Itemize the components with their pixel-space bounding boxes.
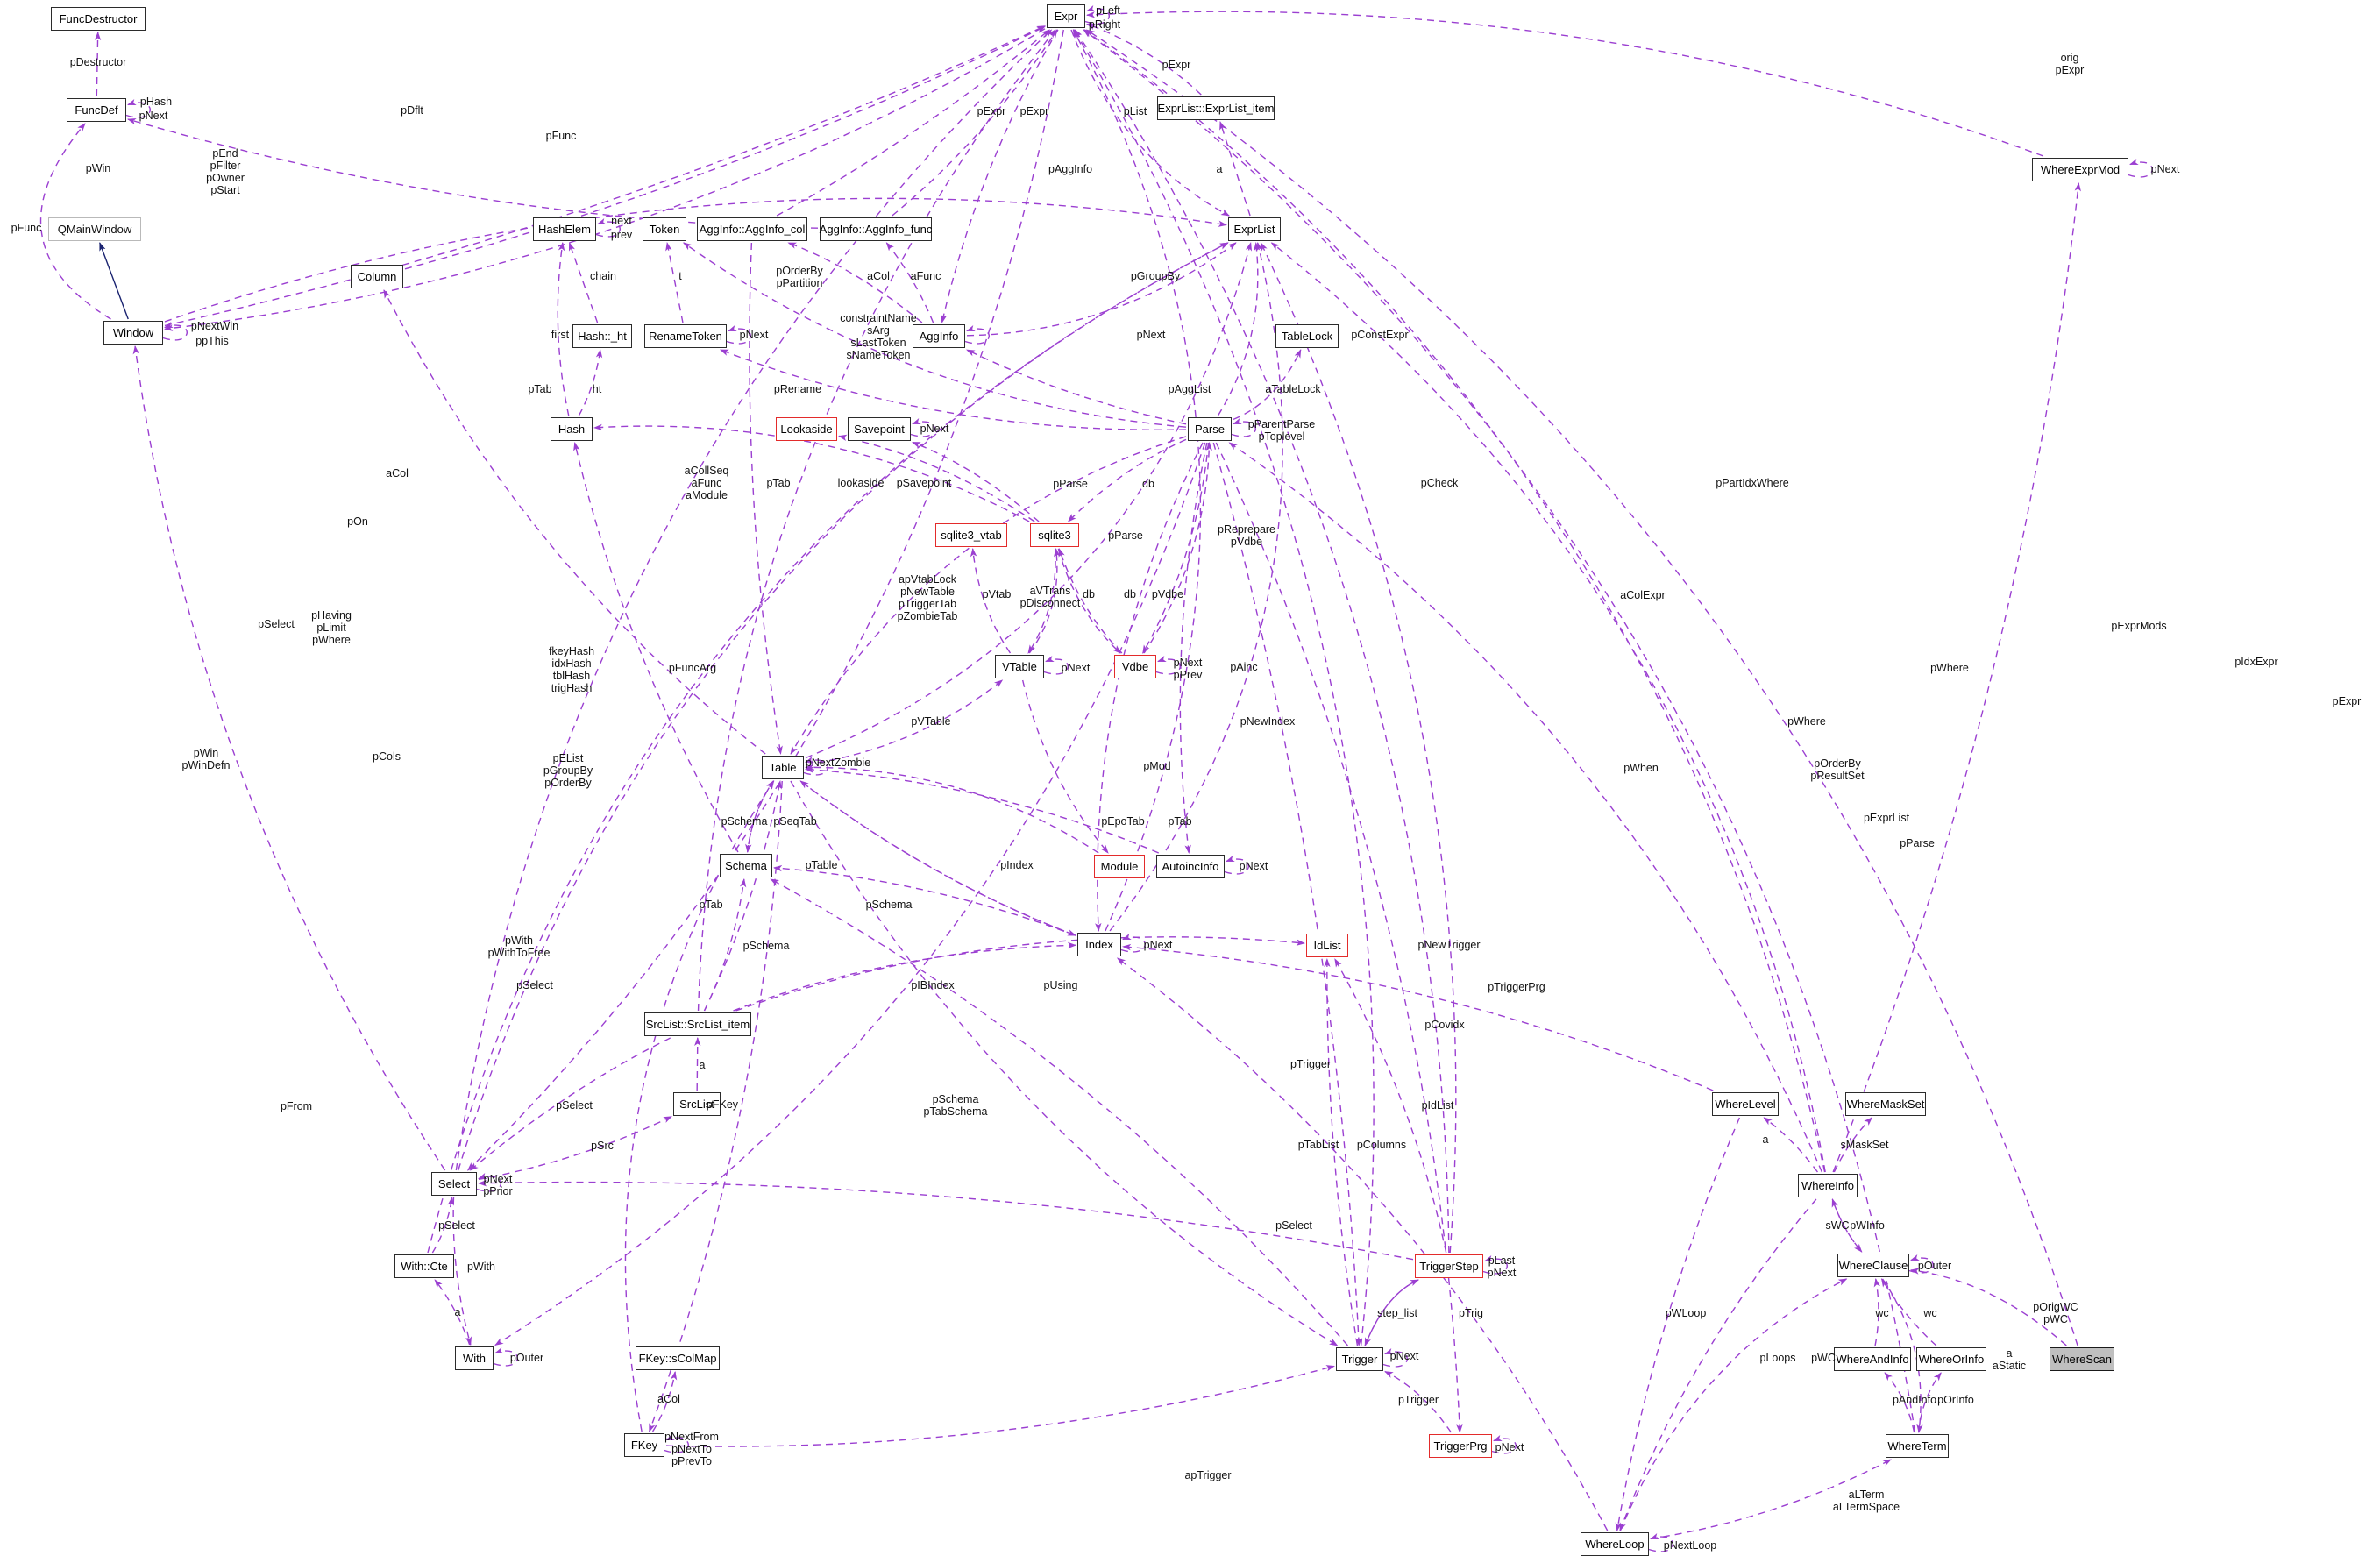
node-hashelem[interactable]: HashElem — [533, 217, 596, 241]
node-idlist[interactable]: IdList — [1306, 934, 1348, 957]
node-whereloop[interactable]: WhereLoop — [1581, 1532, 1649, 1556]
node-tablelock[interactable]: TableLock — [1275, 324, 1339, 348]
node-agginfo_func[interactable]: AggInfo::AggInfo_func — [820, 217, 932, 241]
node-wherescan[interactable]: WhereScan — [2050, 1347, 2114, 1371]
node-agginfo_col[interactable]: AggInfo::AggInfo_col — [697, 217, 807, 241]
node-fkey[interactable]: FKey — [624, 1433, 664, 1457]
node-whereterm[interactable]: WhereTerm — [1886, 1434, 1949, 1458]
node-triggerprg[interactable]: TriggerPrg — [1429, 1434, 1492, 1458]
node-select[interactable]: Select — [431, 1172, 477, 1196]
node-sqlite3vtab[interactable]: sqlite3_vtab — [935, 523, 1007, 547]
node-table[interactable]: Table — [762, 756, 804, 779]
node-schema[interactable]: Schema — [720, 854, 772, 877]
node-exprlist[interactable]: ExprList — [1228, 217, 1281, 241]
node-qmainwindow[interactable]: QMainWindow — [48, 217, 141, 241]
node-withcte[interactable]: With::Cte — [394, 1254, 454, 1278]
node-wherelevel[interactable]: WhereLevel — [1712, 1092, 1779, 1116]
node-srclist[interactable]: SrcList — [673, 1092, 721, 1116]
node-trigger[interactable]: Trigger — [1336, 1347, 1383, 1371]
node-whereorinfo[interactable]: WhereOrInfo — [1916, 1347, 1986, 1371]
node-module[interactable]: Module — [1094, 855, 1145, 878]
node-hash_ht[interactable]: Hash::_ht — [572, 324, 632, 348]
node-column[interactable]: Column — [351, 265, 403, 288]
node-lookaside[interactable]: Lookaside — [776, 417, 837, 441]
node-funcdestructor[interactable]: FuncDestructor — [51, 7, 146, 31]
node-savepoint[interactable]: Savepoint — [848, 417, 911, 441]
node-index[interactable]: Index — [1077, 933, 1121, 956]
node-whereandinfo[interactable]: WhereAndInfo — [1834, 1347, 1911, 1371]
node-hash[interactable]: Hash — [551, 417, 593, 441]
node-srclist_item[interactable]: SrcList::SrcList_item — [644, 1012, 751, 1036]
node-renametoken[interactable]: RenameToken — [644, 324, 727, 348]
node-exprlist_item[interactable]: ExprList::ExprList_item — [1157, 96, 1275, 120]
node-whereinfo[interactable]: WhereInfo — [1798, 1174, 1858, 1197]
node-wheremaskset[interactable]: WhereMaskSet — [1845, 1092, 1926, 1116]
node-whereexprmod[interactable]: WhereExprMod — [2032, 158, 2128, 181]
node-whereclause[interactable]: WhereClause — [1837, 1254, 1909, 1277]
node-vtable[interactable]: VTable — [995, 655, 1044, 678]
node-sqlite3[interactable]: sqlite3 — [1030, 523, 1079, 547]
node-token[interactable]: Token — [643, 217, 686, 241]
node-agginfo[interactable]: AggInfo — [913, 324, 965, 348]
node-window[interactable]: Window — [103, 321, 163, 345]
node-autoincinfo[interactable]: AutoincInfo — [1156, 855, 1225, 878]
node-fkey_scolmap[interactable]: FKey::sColMap — [636, 1346, 720, 1370]
node-vdbe[interactable]: Vdbe — [1114, 655, 1156, 678]
node-parse[interactable]: Parse — [1188, 417, 1232, 441]
node-expr[interactable]: Expr — [1047, 4, 1085, 28]
node-funcdef[interactable]: FuncDef — [67, 98, 126, 122]
node-triggerstep[interactable]: TriggerStep — [1415, 1254, 1483, 1278]
node-with[interactable]: With — [455, 1346, 494, 1370]
